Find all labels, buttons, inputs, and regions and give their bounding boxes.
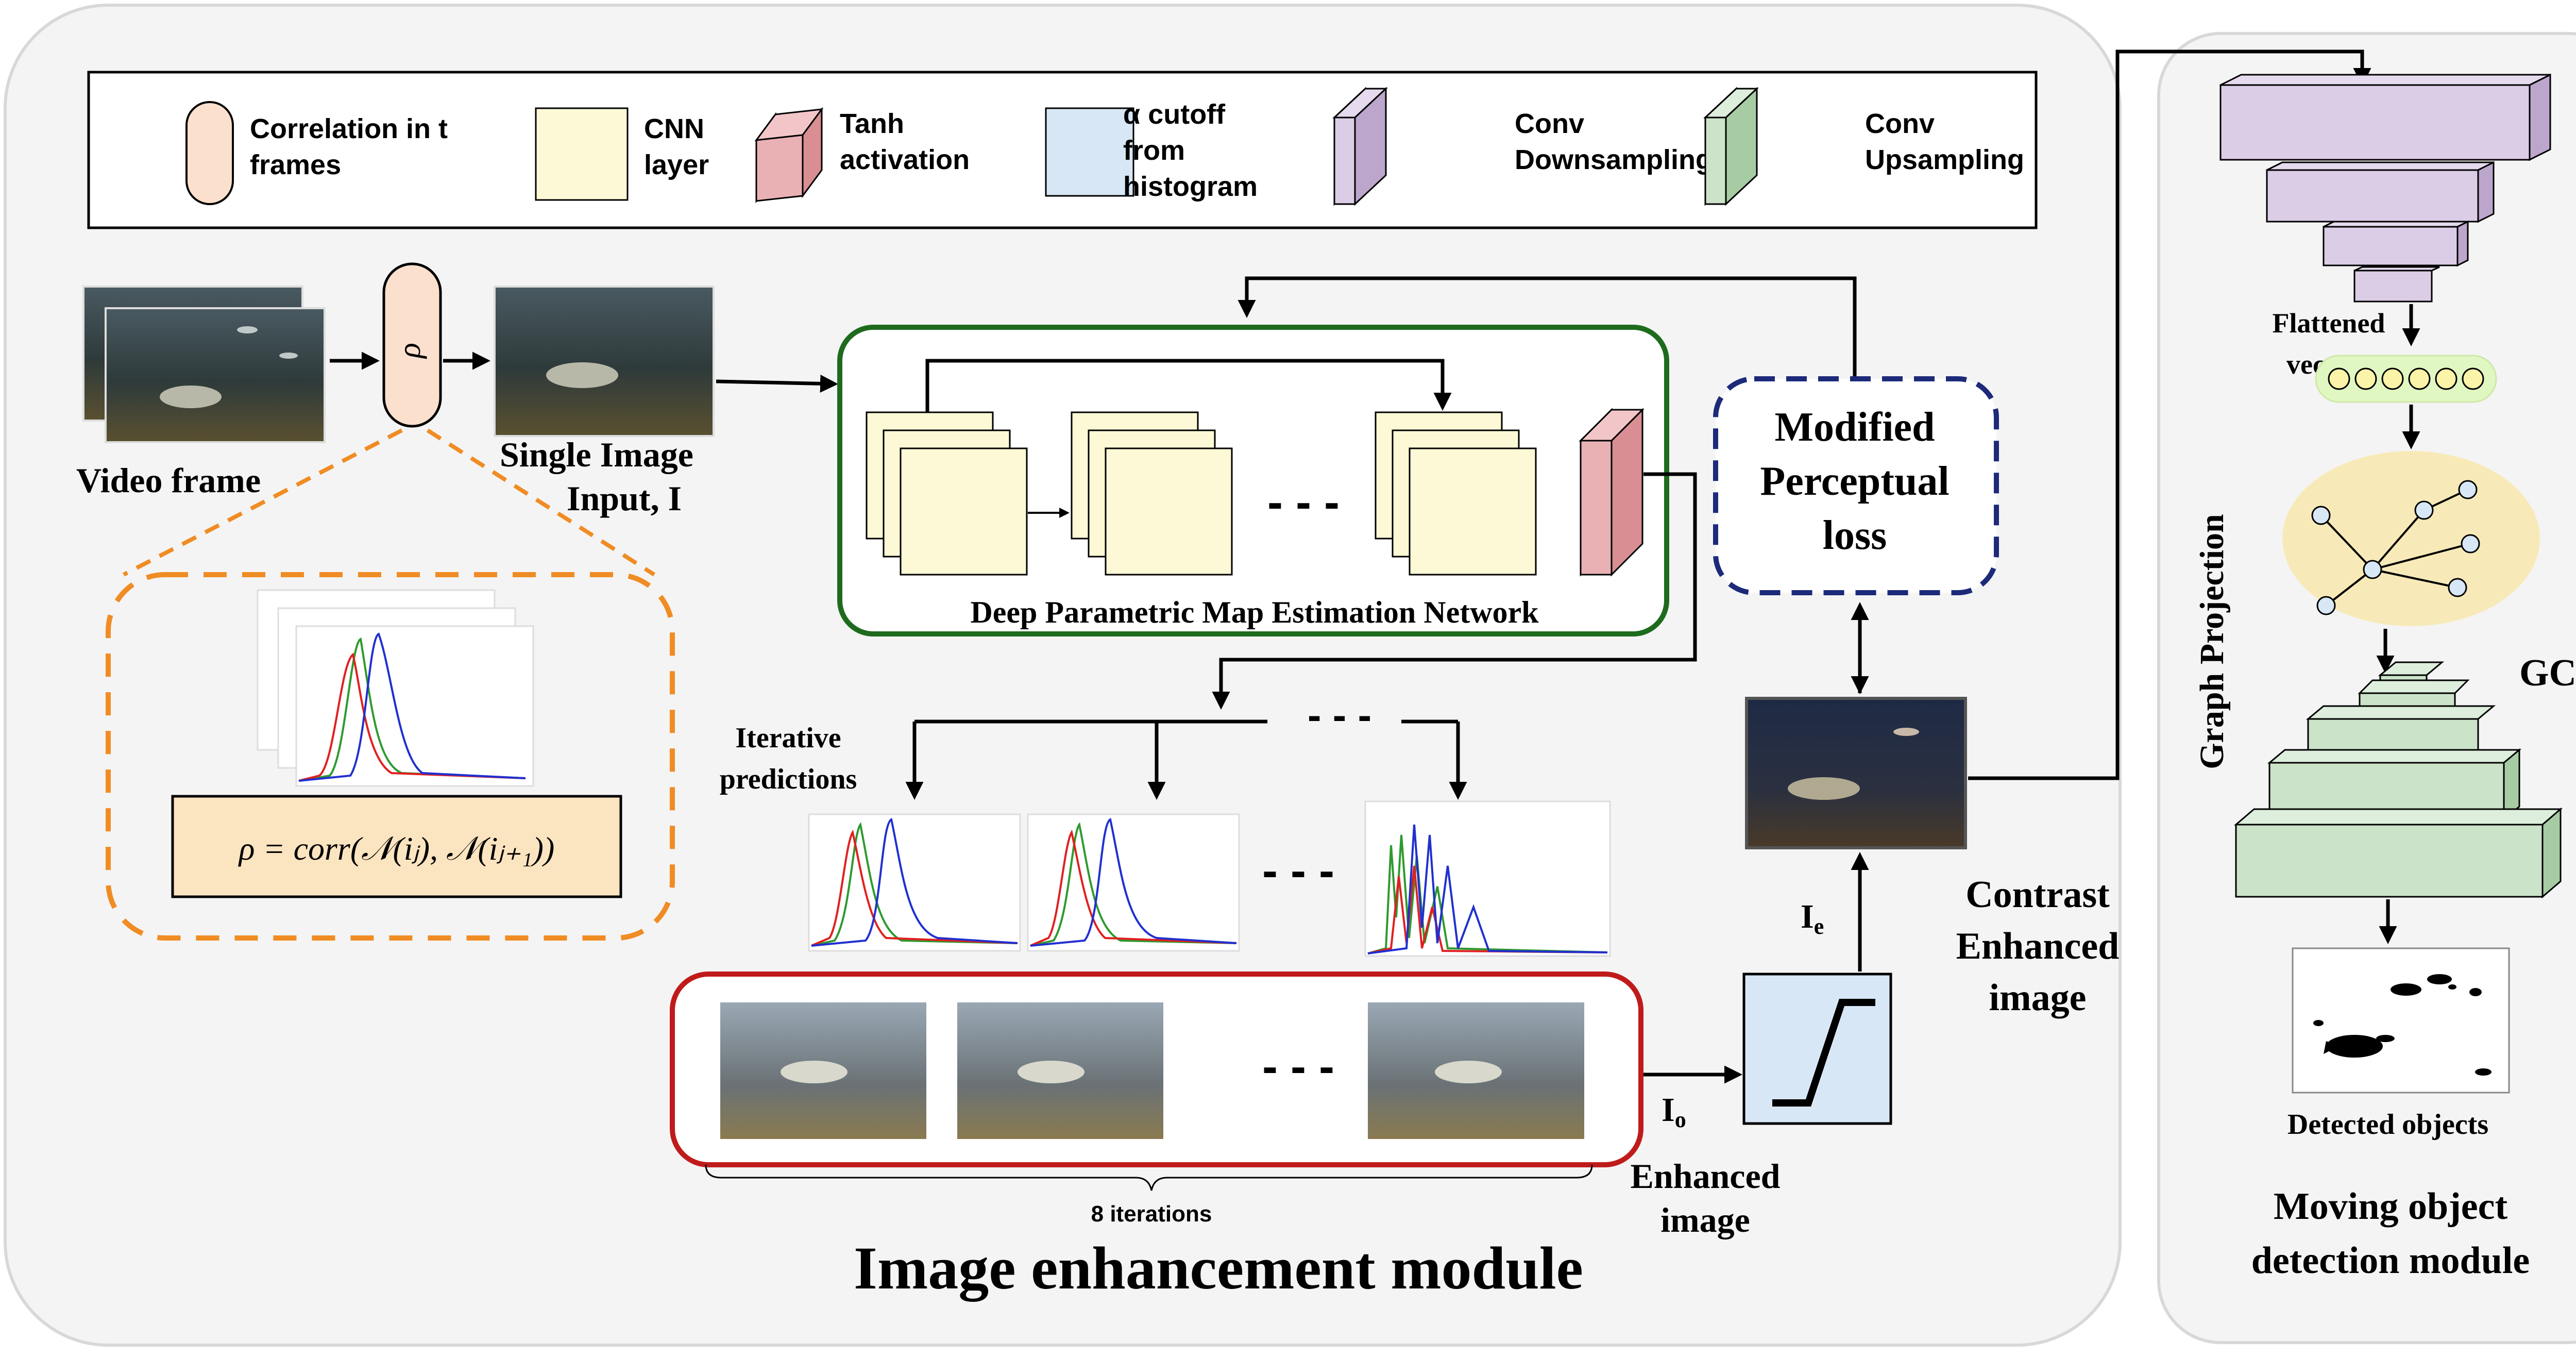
loss-box bbox=[1713, 376, 1999, 595]
loss-label-line1: Modified bbox=[1774, 405, 1935, 450]
formula-box bbox=[171, 795, 622, 898]
single-input-label-line1: Single Image bbox=[500, 435, 693, 474]
enhancement-module-title: Image enhancement module bbox=[854, 1234, 1583, 1302]
upsampling-icon bbox=[1703, 87, 1759, 206]
prediction-histogram-3 bbox=[1364, 800, 1611, 957]
iterations-brace bbox=[705, 1164, 1593, 1191]
prediction-histogram-2 bbox=[1027, 813, 1240, 952]
flattened-label-line1: Flattened bbox=[2273, 308, 2385, 339]
rho-symbol: ρ bbox=[392, 343, 427, 359]
enhanced-label-line2: image bbox=[1660, 1200, 1750, 1239]
detection-module-title-line1: Moving object bbox=[2274, 1185, 2508, 1228]
correlation-callout bbox=[106, 428, 675, 941]
tanh-layer bbox=[1579, 408, 1645, 577]
correlation-histograms bbox=[257, 589, 534, 787]
cnn-stack-2 bbox=[1071, 411, 1233, 576]
detected-objects-mask bbox=[2292, 947, 2510, 1094]
ellipsis-cnn: - - - bbox=[1267, 477, 1340, 528]
loss-label-line3: loss bbox=[1823, 513, 1887, 558]
detection-module-title-line2: detection module bbox=[2251, 1239, 2530, 1282]
alpha-cutoff-box bbox=[1742, 973, 1892, 1125]
single-input-label-line2: Input, I bbox=[567, 479, 682, 518]
downsampling-icon bbox=[1332, 87, 1388, 206]
io-label: Io bbox=[1662, 1091, 1686, 1132]
correlation-pill bbox=[382, 262, 442, 428]
iterations-label: 8 iterations bbox=[1091, 1201, 1212, 1227]
enhanced-label-line1: Enhanced bbox=[1631, 1157, 1781, 1196]
flattened-vector bbox=[2315, 355, 2497, 403]
single-image-input bbox=[494, 286, 715, 437]
ie-label: Ie bbox=[1801, 898, 1824, 939]
mask-blobs bbox=[2313, 974, 2492, 1076]
cnn-stack-3 bbox=[1375, 411, 1537, 576]
correlation-icon bbox=[185, 101, 234, 205]
skip-connection bbox=[925, 359, 1452, 412]
contrast-enhanced-image bbox=[1745, 697, 1967, 849]
iterative-label-line1: Iterative bbox=[735, 722, 841, 754]
cnn-stack-1 bbox=[866, 411, 1028, 576]
gcn-label: GCN bbox=[2519, 652, 2576, 694]
prediction-histogram-1 bbox=[808, 813, 1021, 952]
gcn-decoder bbox=[2233, 661, 2563, 899]
cutoff-curve bbox=[1772, 999, 1875, 1107]
detected-objects-label: Detected objects bbox=[2287, 1109, 2488, 1141]
ellipsis-histograms: - - - bbox=[1262, 845, 1334, 897]
ellipsis-iterations: - - - bbox=[1262, 1041, 1334, 1093]
tanh-icon bbox=[754, 107, 824, 204]
cnn-icon bbox=[535, 107, 629, 201]
video-frame-label: Video frame bbox=[76, 461, 261, 500]
tanh-output-line bbox=[1212, 472, 1697, 710]
video-frame-stack bbox=[82, 286, 326, 443]
arrow-to-detection-module bbox=[1968, 49, 2371, 780]
network-label: Deep Parametric Map Estimation Network bbox=[970, 595, 1539, 629]
vector-nodes bbox=[2328, 367, 2484, 390]
graph-projection-label: Graph Projection bbox=[2193, 514, 2231, 769]
contrast-label-line3: image bbox=[1989, 977, 2086, 1019]
contrast-label-line1: Contrast bbox=[1965, 874, 2110, 916]
cutoff-icon bbox=[1045, 107, 1134, 197]
formula-text: ρ = corr(𝒩(iⱼ), 𝒩(iⱼ₊₁)) bbox=[238, 830, 555, 867]
arrow-loss-to-network bbox=[1238, 276, 1857, 376]
graph-nodes bbox=[2311, 480, 2480, 615]
arrow-input-to-network bbox=[716, 374, 838, 393]
downsampling-encoder bbox=[2219, 73, 2551, 303]
ellipsis-branch: - - - bbox=[1308, 692, 1371, 738]
loss-label-line2: Perceptual bbox=[1760, 459, 1949, 504]
iterative-label-line2: predictions bbox=[720, 763, 857, 795]
contrast-label-line2: Enhanced bbox=[1956, 925, 2120, 967]
